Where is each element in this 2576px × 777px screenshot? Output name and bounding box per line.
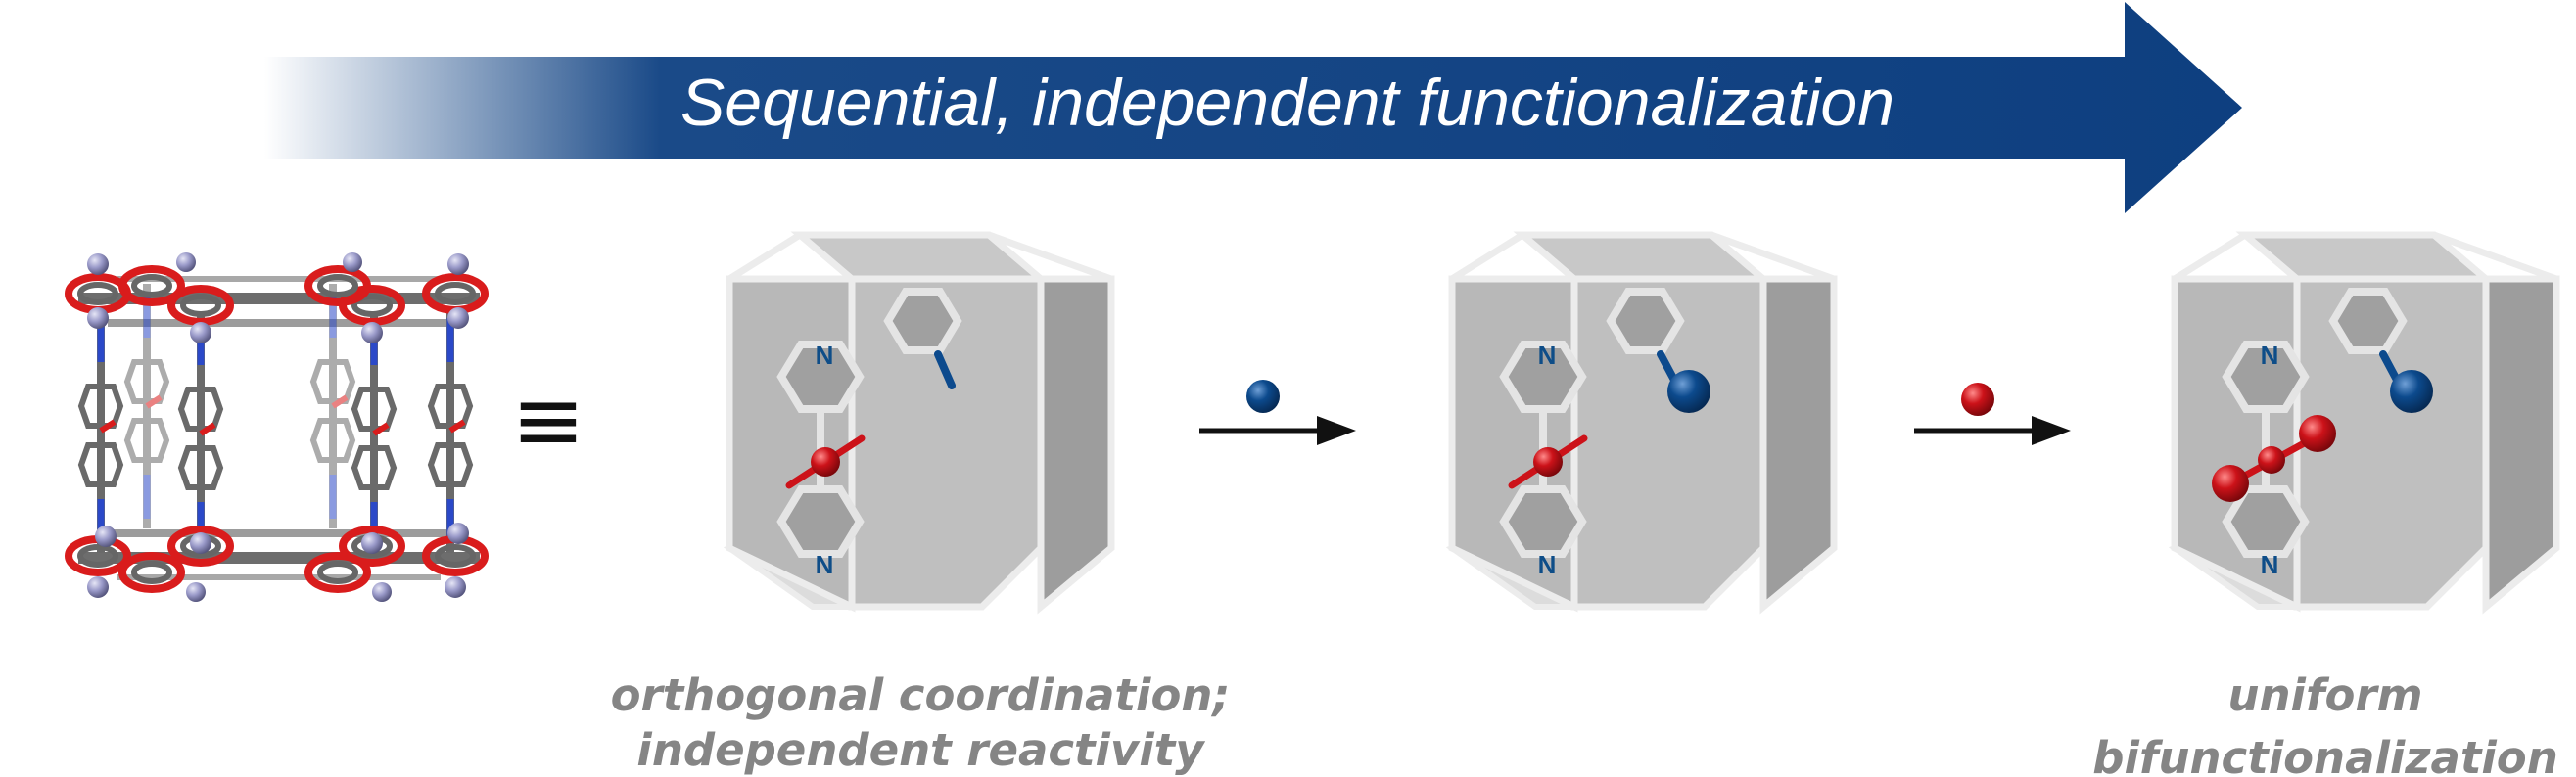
cage-bare: N N xyxy=(723,231,1115,615)
nitrogen-label-bottom: N xyxy=(2261,550,2279,579)
banner-arrow-shape xyxy=(264,2,2242,213)
caption-left-line-1: orthogonal coordination; xyxy=(611,669,1231,721)
cage-front-face xyxy=(848,275,1045,611)
blue-functional-group xyxy=(1667,370,1710,413)
caption-right-line-2: bifunctionalization xyxy=(2092,732,2558,777)
functional-handle-stub xyxy=(934,350,956,389)
nitrogen-label-bottom: N xyxy=(816,550,834,579)
reaction-step-2 xyxy=(1914,383,2071,445)
banner-arrow: Sequential, independent functionalizatio… xyxy=(264,2,2242,213)
nitrogen-label-top: N xyxy=(1538,341,1557,370)
cage-monofunctionalized: N N xyxy=(1445,231,1838,615)
nitrogen-label-top: N xyxy=(2261,341,2279,370)
crystal-metal-nodes xyxy=(87,252,469,602)
pyridine-bottom xyxy=(776,485,865,558)
equivalence-symbol: ≡ xyxy=(511,369,585,472)
reaction-step-1 xyxy=(1199,380,1356,445)
caption-left: orthogonal coordination; independent rea… xyxy=(611,669,1231,776)
red-reagent-sphere xyxy=(1961,383,1994,416)
reaction-arrow-2-head xyxy=(2032,416,2071,445)
blue-functional-group xyxy=(2390,370,2433,413)
nitrogen-label-bottom: N xyxy=(1538,550,1557,579)
nitrogen-label-top: N xyxy=(816,341,834,370)
pyridine-top xyxy=(776,341,865,413)
caption-left-line-2: independent reactivity xyxy=(636,724,1205,776)
cage-aryl-ring xyxy=(883,288,962,354)
reaction-arrow-1-head xyxy=(1317,416,1356,445)
red-functional-group-right xyxy=(2299,415,2336,452)
red-functional-group-left xyxy=(2212,465,2249,502)
crystal-structure xyxy=(69,252,485,602)
cage-right-face xyxy=(1037,275,1115,615)
blue-reagent-sphere xyxy=(1246,380,1280,413)
banner-title: Sequential, independent functionalizatio… xyxy=(680,66,1895,140)
coordinated-metal xyxy=(811,447,840,477)
caption-right: uniform bifunctionalization xyxy=(2092,669,2558,777)
cage-bifunctionalized: N N xyxy=(2168,231,2560,615)
caption-right-line-1: uniform xyxy=(2227,669,2422,721)
